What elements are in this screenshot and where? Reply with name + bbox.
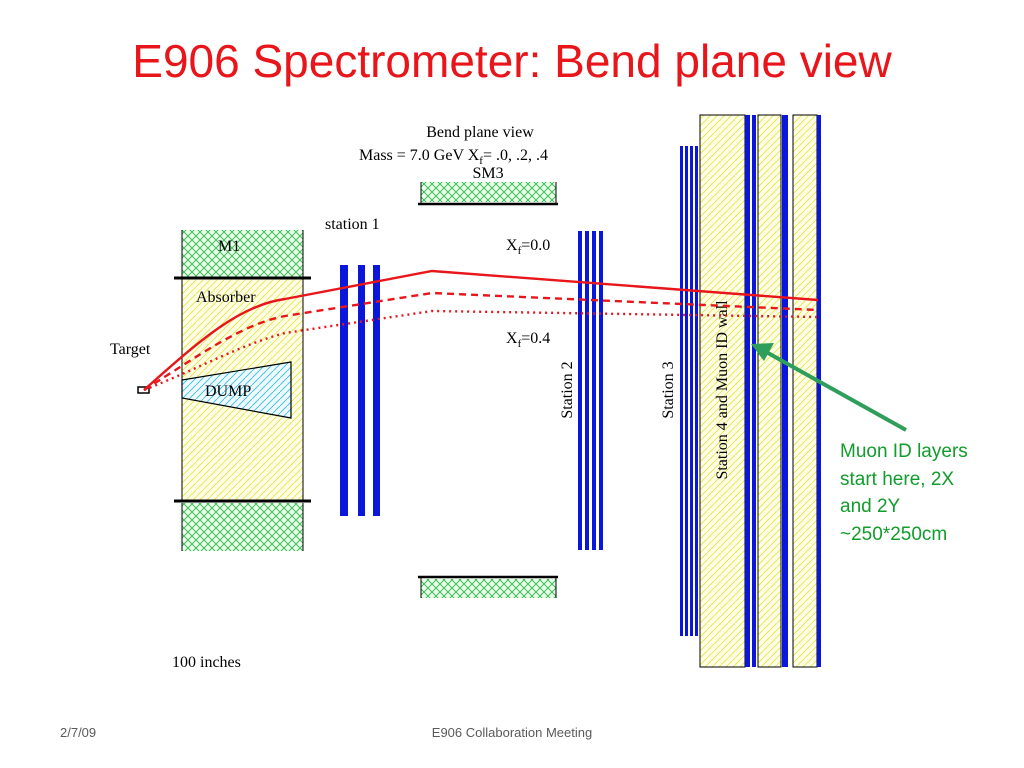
- muon-id-annotation: Muon ID layers start here, 2X and 2Y ~25…: [840, 438, 1015, 548]
- diagram-heading: Bend plane view: [426, 124, 534, 141]
- annotation-line-2: start here, 2X: [840, 468, 955, 490]
- station-3-label: Station 3: [660, 361, 677, 418]
- xf-low-label: Xf=0.4: [506, 330, 550, 350]
- dump-label: DUMP: [205, 383, 251, 400]
- station-1-label: station 1: [325, 216, 380, 233]
- annotation-line-4: ~250*250cm: [840, 523, 948, 545]
- m1-magnet-bottom: [181, 503, 304, 551]
- target-marker: [137, 386, 150, 394]
- sm3-label: SM3: [472, 165, 503, 182]
- station-1-planes: [340, 265, 380, 516]
- scale-label: 100 inches: [172, 654, 241, 671]
- sm3-magnet-bottom: [418, 575, 558, 598]
- station-2-planes: [578, 231, 603, 550]
- annotation-line-1: Muon ID layers: [840, 441, 968, 462]
- mass-xf-label: Mass = 7.0 GeV Xf= .0, .2, .4: [359, 147, 548, 167]
- xf-high-label: Xf=0.0: [506, 237, 550, 257]
- footer-title: E906 Collaboration Meeting: [431, 725, 593, 740]
- track-xf-0-2: [143, 291, 819, 392]
- absorber-label: Absorber: [196, 289, 256, 306]
- sm3-magnet-top: [418, 182, 558, 206]
- m1-magnet-top: [181, 230, 304, 277]
- annotation-line-3: and 2Y: [840, 496, 901, 518]
- beam-dump: [181, 361, 292, 419]
- m1-label: M1: [218, 238, 240, 255]
- footer-date: 2/7/09: [60, 725, 97, 740]
- station-2-label: Station 2: [559, 361, 576, 418]
- muon-id-wall: [699, 114, 821, 668]
- station-4-label: Station 4 and Muon ID wall: [714, 300, 731, 480]
- track-xf-0-0: [143, 269, 819, 391]
- track-xf-0-4: [143, 309, 819, 392]
- muon-id-arrow: [751, 343, 907, 432]
- target-label: Target: [110, 341, 151, 358]
- slide-title: E906 Spectrometer: Bend plane view: [132, 35, 892, 87]
- station-3-planes: [680, 146, 698, 636]
